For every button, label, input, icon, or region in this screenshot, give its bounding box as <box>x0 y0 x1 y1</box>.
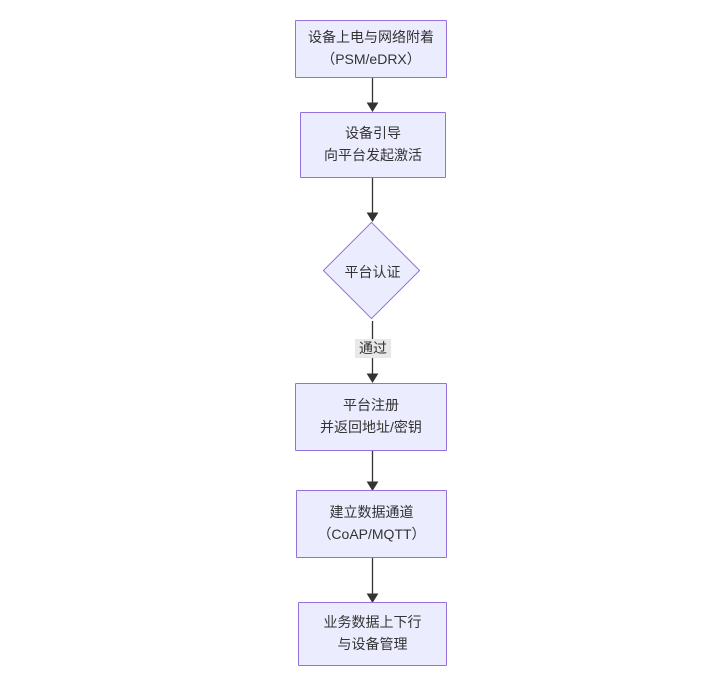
node-data-channel: 建立数据通道 （CoAP/MQTT） <box>296 490 447 558</box>
node-power-on-network-attach: 设备上电与网络附着 （PSM/eDRX） <box>295 20 447 78</box>
node-business-data: 业务数据上下行 与设备管理 <box>298 602 447 666</box>
node-text-line: 建立数据通道 <box>329 504 414 521</box>
node-text-line: （PSM/eDRX） <box>321 51 421 67</box>
arrowhead-icon <box>366 102 379 112</box>
arrowhead-icon <box>366 593 379 603</box>
node-platform-auth-decision: 平台认证 <box>322 221 423 322</box>
node-device-bootstrap: 设备引导 向平台发起激活 <box>300 112 446 178</box>
edge-label-pass: 通过 <box>355 339 391 358</box>
node-text-line: （CoAP/MQTT） <box>317 526 426 542</box>
node-text-line: 设备上电与网络附着 <box>308 29 434 46</box>
node-text-line: 设备引导 <box>345 125 401 142</box>
arrowhead-icon <box>366 373 379 383</box>
node-text-line: 平台注册 <box>343 397 399 414</box>
node-text-line: 业务数据上下行 <box>323 614 422 631</box>
arrowhead-icon <box>366 212 379 222</box>
node-text-line: 向平台发起激活 <box>324 147 422 163</box>
node-platform-register: 平台注册 并返回地址/密钥 <box>295 383 447 451</box>
arrowhead-icon <box>366 481 379 491</box>
node-text-line: 平台认证 <box>344 263 401 280</box>
node-text-line: 并返回地址/密钥 <box>320 419 422 435</box>
node-text-line: 与设备管理 <box>337 636 408 652</box>
